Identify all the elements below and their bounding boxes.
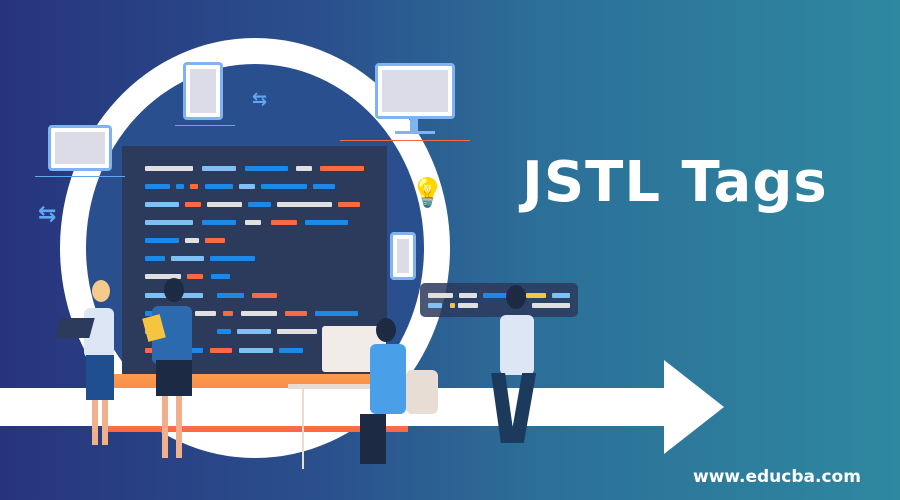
lightbulb-icon: 💡	[410, 176, 445, 209]
woman-with-laptop-figure	[82, 280, 118, 460]
code-callout-box	[420, 283, 578, 317]
desk-leg	[302, 389, 304, 469]
website-link[interactable]: www.educba.com	[693, 467, 861, 487]
arrow-head-icon	[664, 360, 724, 454]
banner-title: JSTL Tags	[522, 150, 828, 215]
phone-device-icon	[390, 232, 416, 280]
tablet-device-icon	[183, 62, 223, 120]
laptop-device-icon	[48, 125, 112, 171]
swap-arrows-icon: ⇆	[252, 89, 268, 110]
man-at-desk-figure	[360, 318, 420, 468]
laptop-icon	[55, 318, 95, 338]
office-chair	[406, 370, 438, 414]
connector-line	[35, 176, 125, 177]
connector-line	[175, 125, 235, 126]
woman-with-clipboard-figure	[150, 278, 194, 463]
swap-arrows-icon: ⇆	[38, 202, 57, 227]
monitor-stand	[410, 119, 418, 131]
desk	[288, 384, 398, 389]
connector-line	[340, 140, 470, 141]
monitor-device-icon	[375, 63, 455, 119]
monitor-base	[395, 131, 435, 134]
man-presenting-figure	[480, 285, 550, 450]
